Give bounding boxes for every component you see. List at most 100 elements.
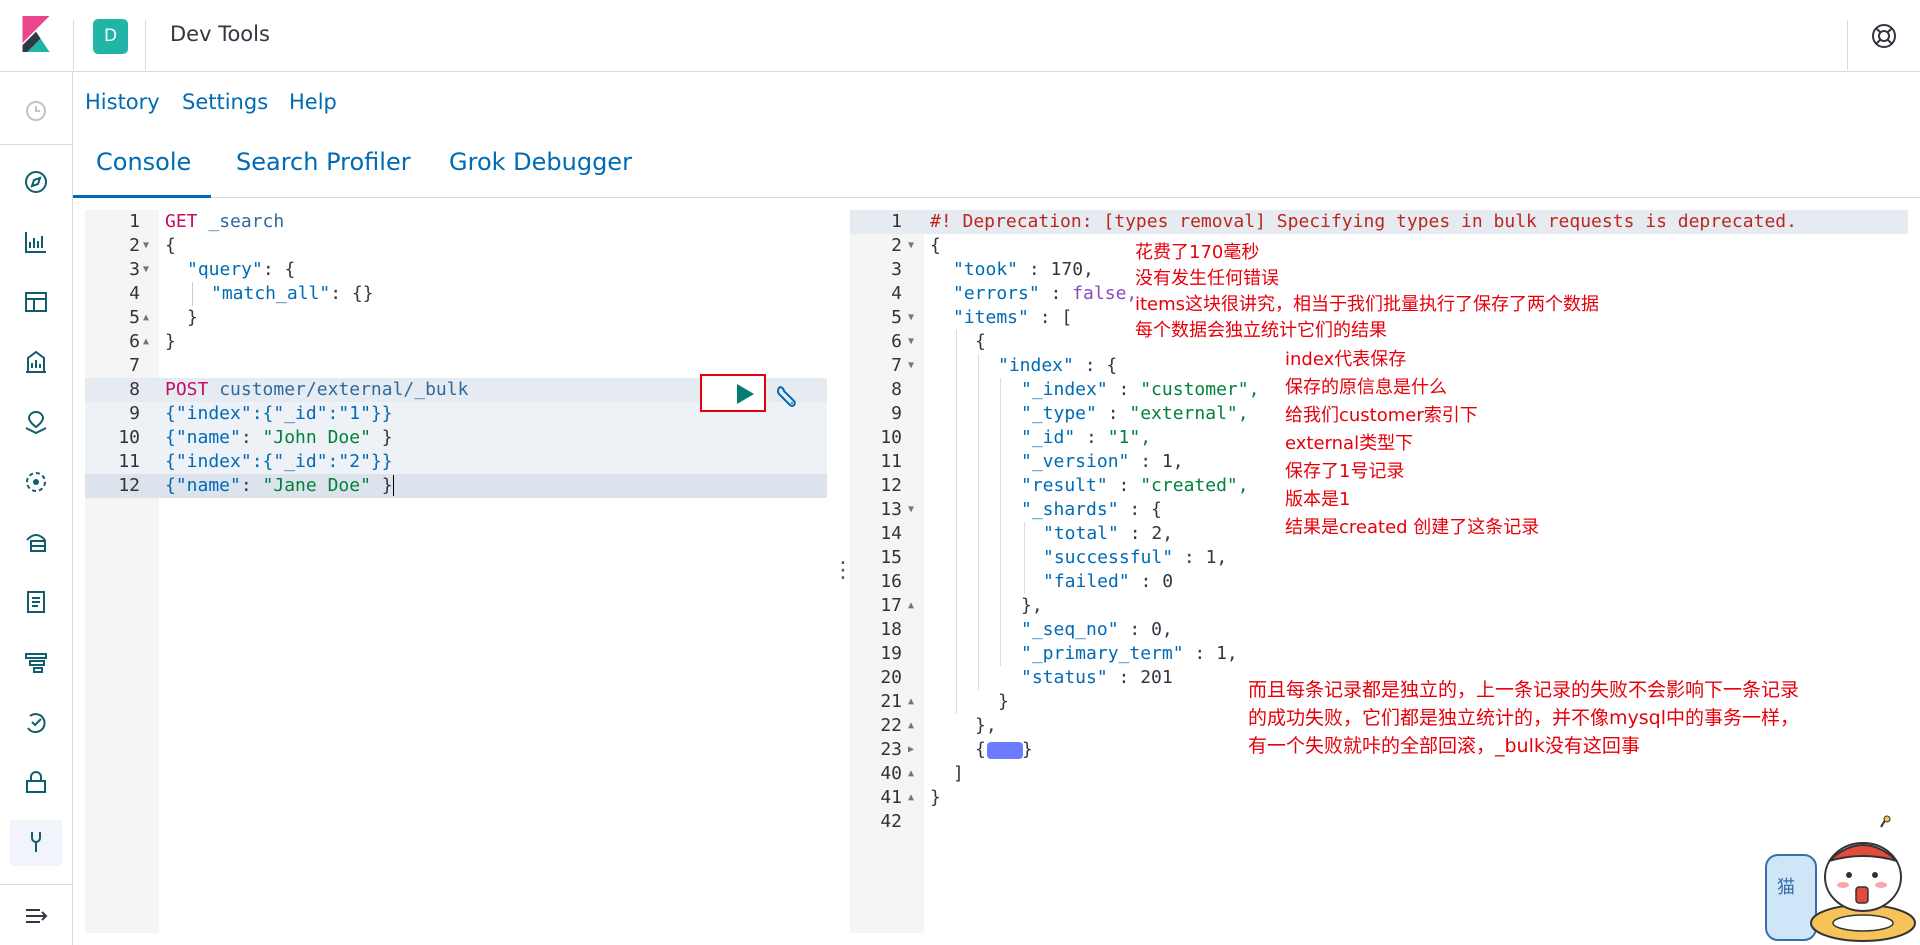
- apm-icon[interactable]: [22, 648, 50, 676]
- fold-toggle-icon[interactable]: ▶: [908, 744, 915, 755]
- json-key: "_version": [1021, 451, 1130, 472]
- ml-icon[interactable]: [22, 468, 50, 496]
- history-link[interactable]: History: [85, 90, 160, 114]
- uptime-icon[interactable]: [22, 708, 50, 736]
- help-lifebuoy-icon[interactable]: [1870, 22, 1898, 50]
- fold-toggle-icon[interactable]: ▲: [143, 336, 150, 347]
- code-line: "_seq_no" : 0,: [1021, 618, 1173, 642]
- json-punct: :: [240, 475, 263, 496]
- code-line: ]: [953, 763, 964, 784]
- infrastructure-icon[interactable]: [22, 528, 50, 556]
- json-value: 170,: [1050, 259, 1094, 280]
- line-number: 10: [880, 427, 902, 448]
- kibana-logo[interactable]: [18, 16, 54, 52]
- pane-resizer-icon[interactable]: ⋮: [832, 558, 854, 583]
- active-line-highlight: [850, 210, 1908, 234]
- line-number: 42: [880, 811, 902, 832]
- json-key: "total": [1043, 523, 1119, 544]
- code-line: "index" : {: [998, 354, 1117, 378]
- header-divider: [145, 20, 146, 70]
- line-number: 23: [880, 739, 902, 760]
- help-link[interactable]: Help: [289, 90, 337, 114]
- fold-toggle-icon[interactable]: ▼: [143, 240, 150, 251]
- collapsed-block-expand-icon[interactable]: [987, 742, 1023, 759]
- fold-toggle-icon[interactable]: ▲: [908, 768, 915, 779]
- json-punct: : {}: [330, 283, 374, 304]
- json-punct: {: [975, 739, 986, 760]
- line-number: 17: [880, 595, 902, 616]
- fold-toggle-icon[interactable]: ▼: [908, 336, 915, 347]
- annotation-text: 结果是created 创建了这条记录: [1285, 517, 1540, 538]
- line-number: 22: [880, 715, 902, 736]
- indent-guide: [956, 330, 957, 714]
- fold-toggle-icon[interactable]: ▲: [908, 600, 915, 611]
- dashboard-icon[interactable]: [22, 288, 50, 316]
- json-key: "_id": [1021, 427, 1076, 448]
- fold-toggle-icon[interactable]: ▲: [908, 696, 915, 707]
- fold-toggle-icon[interactable]: ▼: [908, 504, 915, 515]
- json-value: 1,: [1205, 547, 1228, 568]
- send-request-play-icon[interactable]: [734, 383, 756, 405]
- json-punct: :: [1039, 283, 1073, 304]
- fold-toggle-icon[interactable]: ▼: [143, 264, 150, 275]
- maps-icon[interactable]: [22, 408, 50, 436]
- code-line: {: [930, 235, 941, 256]
- fold-toggle-icon[interactable]: ▲: [143, 312, 150, 323]
- tab-bar: Console Search Profiler Grok Debugger: [73, 140, 1920, 198]
- json-key: "query": [187, 259, 263, 280]
- line-number: 13: [880, 499, 902, 520]
- json-punct: }: [1021, 739, 1033, 760]
- line-number: 7: [891, 355, 902, 376]
- fold-toggle-icon[interactable]: ▼: [908, 240, 915, 251]
- left-nav: [0, 72, 73, 945]
- json-key: {"name": [165, 475, 241, 496]
- line-number: 21: [880, 691, 902, 712]
- json-punct: :: [1107, 475, 1141, 496]
- json-punct: : {: [1118, 499, 1162, 520]
- visualize-icon[interactable]: [22, 228, 50, 256]
- discover-compass-icon[interactable]: [22, 168, 50, 196]
- code-line: POST customer/external/_bulk: [165, 378, 468, 402]
- tab-console[interactable]: Console: [96, 148, 192, 176]
- json-key: "_type": [1021, 403, 1097, 424]
- request-options-wrench-icon[interactable]: [774, 384, 798, 408]
- json-punct: :: [1173, 547, 1206, 568]
- code-line: GET _search: [165, 210, 284, 234]
- json-punct: :: [1118, 523, 1152, 544]
- json-value: 0,: [1151, 619, 1173, 640]
- line-number: 8: [129, 379, 140, 400]
- json-value: 1,: [1216, 643, 1238, 664]
- json-key: "successful": [1043, 547, 1174, 568]
- code-line: {}: [975, 738, 1033, 762]
- menu-collapse-icon[interactable]: [22, 902, 50, 930]
- json-punct: :: [1129, 571, 1163, 592]
- fold-toggle-icon[interactable]: ▲: [908, 792, 915, 803]
- logs-icon[interactable]: [22, 588, 50, 616]
- header-divider: [1847, 20, 1848, 70]
- devtools-wrench-icon[interactable]: [22, 828, 50, 856]
- json-punct: :: [1129, 451, 1162, 472]
- clock-icon[interactable]: [22, 97, 50, 125]
- line-number: 7: [129, 355, 140, 376]
- nav-divider: [0, 144, 72, 145]
- canvas-icon[interactable]: [22, 348, 50, 376]
- request-editor[interactable]: [85, 210, 827, 933]
- fold-toggle-icon[interactable]: ▲: [908, 720, 915, 731]
- code-line: "_version" : 1,: [1021, 450, 1184, 474]
- line-number: 2: [129, 235, 140, 256]
- fold-toggle-icon[interactable]: ▼: [908, 312, 915, 323]
- json-key: "_seq_no": [1021, 619, 1119, 640]
- line-number: 16: [880, 571, 902, 592]
- settings-link[interactable]: Settings: [182, 90, 269, 114]
- siem-lock-icon[interactable]: [22, 768, 50, 796]
- fold-toggle-icon[interactable]: ▼: [908, 360, 915, 371]
- code-line: "_shards" : {: [1021, 498, 1162, 522]
- code-line: "match_all": {}: [211, 282, 374, 306]
- annotation-text: 给我们customer索引下: [1285, 405, 1478, 426]
- tab-search-profiler[interactable]: Search Profiler: [236, 148, 411, 176]
- line-number: 20: [880, 667, 902, 688]
- space-avatar[interactable]: D: [93, 19, 128, 54]
- json-value: "1",: [1107, 427, 1152, 448]
- request-gutter: [85, 210, 159, 933]
- tab-grok-debugger[interactable]: Grok Debugger: [449, 148, 632, 176]
